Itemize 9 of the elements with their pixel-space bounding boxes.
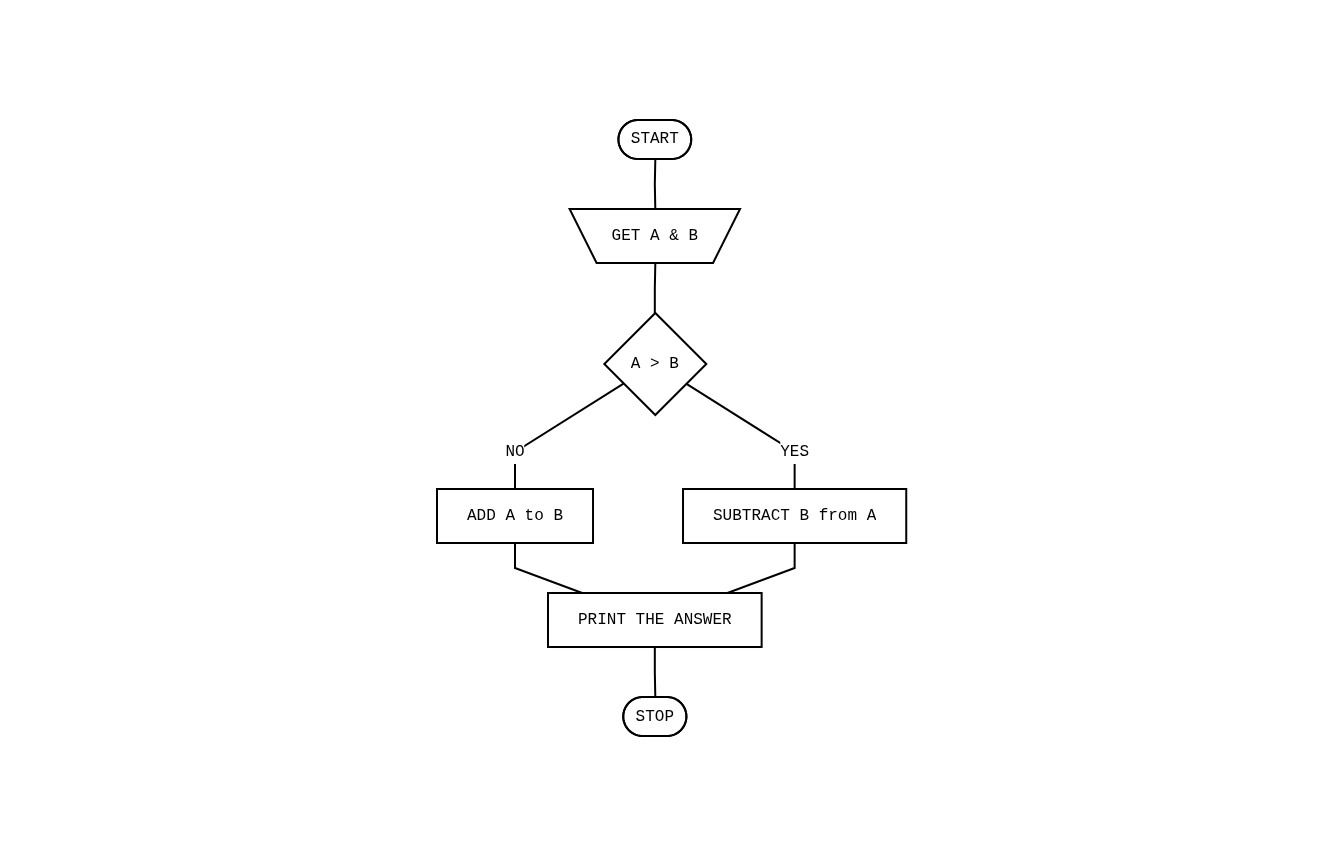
edge-label: YES [780, 442, 809, 461]
node-box: SUBTRACT B from A [681, 487, 908, 544]
node-box: PRINT THE ANSWER [546, 591, 763, 648]
node-box: ADD A to B [435, 487, 594, 544]
connector [653, 645, 657, 698]
edge-label: NO [505, 442, 525, 461]
node-diamond: A > B [602, 311, 708, 416]
connector [513, 382, 625, 490]
connector [653, 262, 657, 314]
